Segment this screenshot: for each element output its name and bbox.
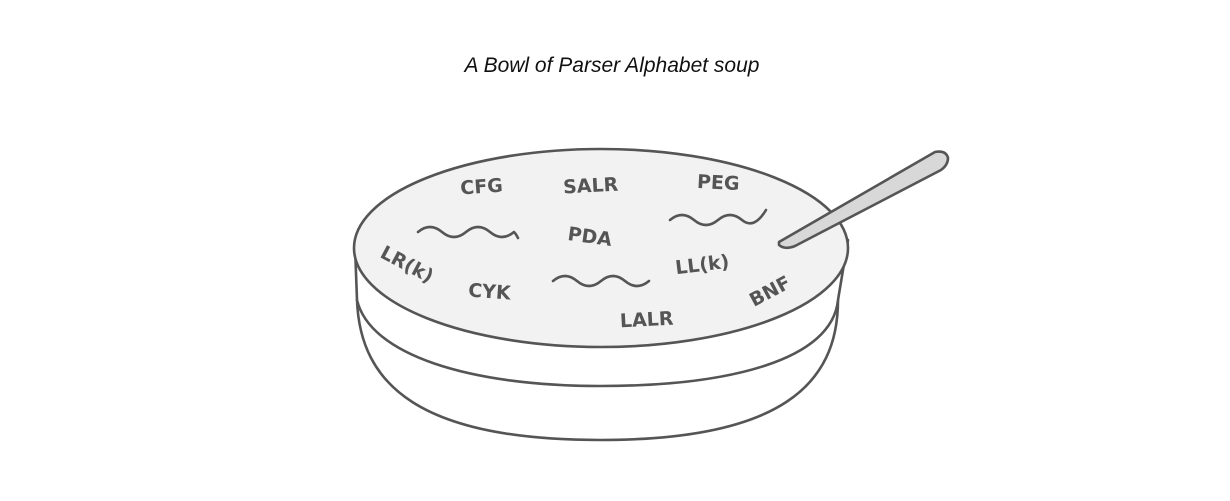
letter-lalr: LALR [619, 308, 674, 333]
soup-surface [352, 147, 850, 349]
spoon-icon [777, 150, 950, 250]
noodle-squiggle-icon [551, 274, 651, 288]
noodle-squiggle-icon [668, 208, 768, 227]
letter-salr: SALR [563, 174, 620, 199]
letter-cyk: CYK [467, 280, 512, 305]
noodle-squiggle-icon [416, 225, 520, 240]
diagram-title: A Bowl of Parser Alphabet soup [463, 54, 760, 77]
noodles [416, 208, 768, 288]
letter-peg: PEG [697, 171, 741, 195]
letter-cfg: CFG [460, 175, 504, 200]
bowl [352, 147, 850, 442]
